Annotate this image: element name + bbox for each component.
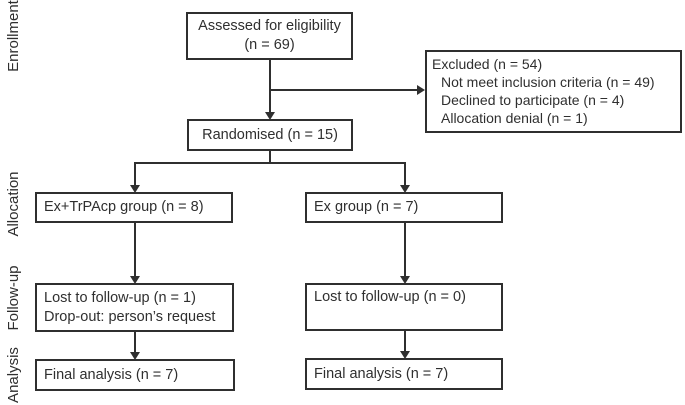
arrowhead-into-followup-left (130, 276, 140, 284)
connector-split-to-alloc-left (134, 162, 136, 186)
allocation-right-label: Ex group (n = 7) (314, 199, 419, 215)
arrowhead-into-final-right (400, 351, 410, 359)
connector-alloc-to-followup-right (404, 223, 406, 277)
arrowhead-into-alloc-left (130, 185, 140, 193)
arrowhead-into-followup-right (400, 276, 410, 284)
connector-to-excluded (270, 89, 418, 91)
connector-split-horizontal (134, 162, 406, 164)
followup-left-line1: Lost to follow-up (n = 1) (44, 290, 196, 306)
stage-label-enrollment: Enrollment (5, 0, 22, 72)
connector-split-to-alloc-right (404, 162, 406, 186)
excluded-item-declined: Declined to participate (n = 4) (441, 92, 625, 108)
final-analysis-right-box: Final analysis (n = 7) (305, 358, 503, 390)
connector-assessed-to-randomised (269, 60, 271, 113)
allocation-right-box: Ex group (n = 7) (305, 192, 503, 223)
stage-label-analysis: Analysis (5, 347, 22, 403)
allocation-left-box: Ex+TrPAcp group (n = 8) (35, 192, 233, 223)
assessed-eligibility-box: Assessed for eligibility (n = 69) (186, 12, 353, 60)
assessed-line1: Assessed for eligibility (198, 18, 341, 34)
connector-followup-to-final-left (134, 332, 136, 353)
allocation-left-label: Ex+TrPAcp group (n = 8) (44, 199, 204, 215)
connector-alloc-to-followup-left (134, 223, 136, 277)
followup-right-line1: Lost to follow-up (n = 0) (314, 289, 466, 305)
connector-randomised-to-split (269, 151, 271, 164)
arrowhead-into-final-left (130, 352, 140, 360)
assessed-count: (n = 69) (244, 37, 295, 53)
followup-left-box: Lost to follow-up (n = 1) Drop-out: pers… (35, 283, 234, 332)
randomised-label: Randomised (n = 15) (202, 126, 338, 143)
followup-right-box: Lost to follow-up (n = 0) (305, 283, 503, 331)
connector-followup-to-final-right (404, 331, 406, 352)
arrowhead-into-randomised (265, 112, 275, 120)
excluded-title: Excluded (n = 54) (432, 56, 543, 72)
arrowhead-into-alloc-right (400, 185, 410, 193)
final-analysis-left-label: Final analysis (n = 7) (44, 366, 179, 383)
randomised-box: Randomised (n = 15) (187, 119, 353, 151)
excluded-item-inclusion-criteria: Not meet inclusion criteria (n = 49) (441, 74, 655, 90)
arrowhead-into-excluded (417, 85, 425, 95)
final-analysis-right-label: Final analysis (n = 7) (314, 365, 449, 382)
followup-left-line2: Drop-out: person’s request (44, 309, 216, 325)
final-analysis-left-box: Final analysis (n = 7) (35, 359, 235, 391)
excluded-item-allocation-denial: Allocation denial (n = 1) (441, 110, 588, 126)
excluded-box: Excluded (n = 54) Not meet inclusion cri… (425, 50, 682, 133)
